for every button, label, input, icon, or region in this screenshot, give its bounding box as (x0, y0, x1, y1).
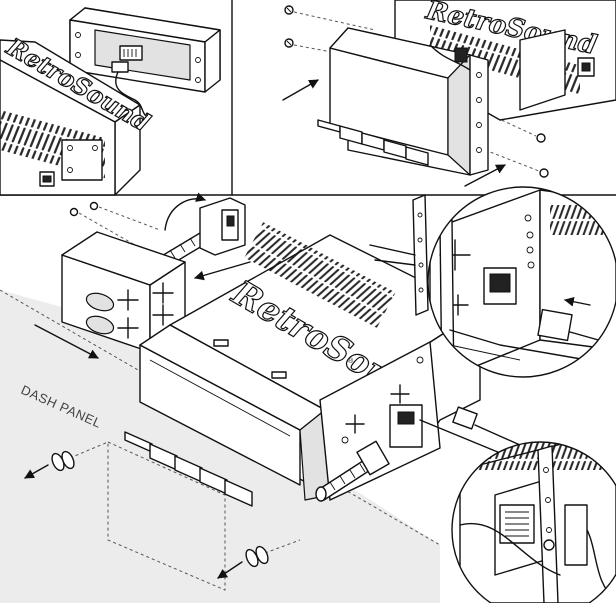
washer-nut-left (24, 441, 109, 479)
bracket-arrow (194, 261, 251, 281)
zoom-detail-strap (451, 441, 616, 603)
insert-arrow-left (282, 79, 319, 101)
washer-nut-bottom (217, 539, 301, 579)
faceplate-panel-2 (317, 27, 489, 176)
radio-unit-main: RetroSound ® (124, 222, 481, 507)
panel-step-3: DASH PANEL (0, 192, 601, 603)
rotate-arrow (164, 192, 206, 231)
registered-mark: ® (348, 357, 354, 365)
screw-right-2 (484, 149, 549, 178)
harness-connector (111, 45, 151, 119)
metal-strap (369, 194, 429, 316)
insert-arrow-right (464, 164, 506, 187)
panel-step-1: RetroSound (0, 7, 221, 196)
washer-arrow-left (24, 464, 49, 479)
right-side-bracket (315, 341, 601, 502)
screw-upper (284, 5, 376, 31)
dash-opening-outline (107, 441, 226, 591)
screw-right-1 (479, 109, 546, 143)
panel-step-2: RetroSound (282, 0, 616, 187)
washer-arrow-bottom (217, 561, 243, 579)
dash-panel-plane (0, 290, 440, 603)
slide-arrow (34, 324, 99, 359)
zoom1-arrow (564, 296, 591, 307)
